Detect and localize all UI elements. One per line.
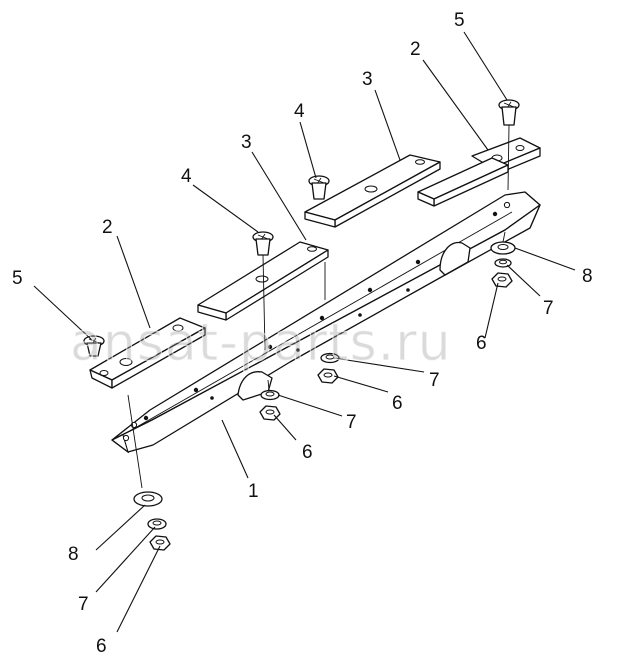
callout-1: 1: [248, 481, 259, 502]
callout-labels: 5 2 4 3 4 3 2 5 1 8 7 6 6 7 6 7 6 7 8: [12, 10, 593, 657]
end-bracket-left: [89, 317, 206, 389]
callout-7-center-left: 7: [346, 412, 357, 433]
callout-6-center-left: 6: [302, 442, 313, 463]
watermark-text: ansat-parts.ru: [70, 313, 452, 373]
callout-7-center: 7: [429, 370, 440, 391]
fastener-stack-right: [490, 241, 516, 288]
leader-lines: [33, 31, 576, 633]
callout-2-right: 2: [410, 39, 421, 60]
callout-4-right: 4: [294, 101, 305, 122]
wear-strip-right: [417, 157, 509, 207]
callout-2-left: 2: [102, 217, 113, 238]
bolt-right-5: [498, 99, 520, 126]
fastener-stack-center: [317, 352, 340, 384]
callout-3-left: 3: [241, 132, 252, 153]
callout-6-right: 6: [476, 333, 487, 354]
fastener-stack-center-left: [259, 389, 281, 421]
fastener-stack-bottom-left: [133, 491, 171, 551]
callout-8-right: 8: [582, 266, 593, 287]
callout-5-left: 5: [12, 268, 23, 289]
callout-4-left: 4: [181, 166, 192, 187]
main-rail: [111, 191, 541, 454]
spacer-plate-right: [304, 154, 441, 228]
bolt-right-4: [308, 175, 330, 200]
bolt-left-4: [252, 231, 274, 256]
callout-5-right: 5: [454, 10, 465, 31]
callout-6-center: 6: [392, 393, 403, 414]
callout-3-right: 3: [362, 69, 373, 90]
bolt-left-5: [83, 335, 105, 357]
callout-7-left: 7: [78, 594, 89, 615]
callout-6-left: 6: [96, 636, 107, 657]
callout-8-left: 8: [68, 544, 79, 565]
callout-7-right: 7: [543, 298, 554, 319]
spacer-plate-left: [197, 241, 329, 321]
assembly-lines: [127, 124, 510, 489]
